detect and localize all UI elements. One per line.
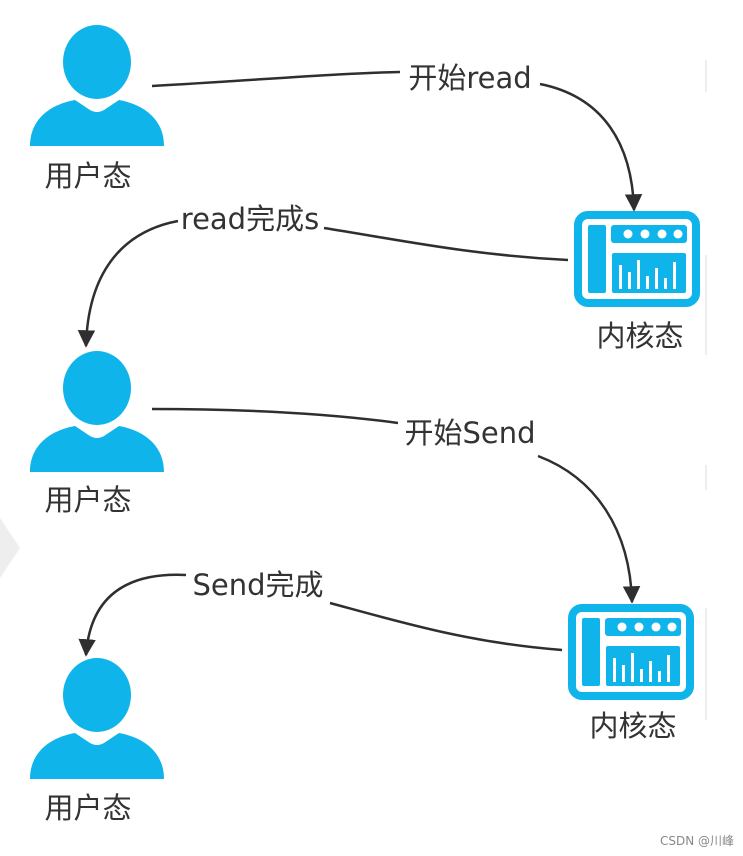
edge-decoration xyxy=(0,518,20,578)
kernel-icon xyxy=(574,211,700,307)
user-node-2: 用户态 xyxy=(30,351,164,517)
watermark: CSDN @川峰 xyxy=(660,834,734,848)
edge-label: read完成s xyxy=(181,202,319,236)
user-node-1: 用户态 xyxy=(30,25,164,193)
kernel-node-2: 内核态 xyxy=(568,604,694,743)
edge-start-send: 开始Send xyxy=(151,407,641,604)
user-node-label: 用户态 xyxy=(44,483,131,517)
edge-start-read: 开始read xyxy=(151,61,643,212)
edge-label: Send完成 xyxy=(192,568,323,602)
edge-read-done: read完成s xyxy=(77,202,569,348)
kernel-node-label: 内核态 xyxy=(596,319,683,353)
user-icon xyxy=(30,25,164,146)
user-icon xyxy=(30,351,164,472)
edge-label: 开始Send xyxy=(404,416,535,450)
edge-label: 开始read xyxy=(408,61,531,95)
user-node-3: 用户态 xyxy=(30,658,164,825)
kernel-node-1: 内核态 xyxy=(574,211,700,353)
user-node-label: 用户态 xyxy=(44,159,131,193)
edge-send-done: Send完成 xyxy=(78,568,563,657)
kernel-node-label: 内核态 xyxy=(589,709,676,743)
user-node-label: 用户态 xyxy=(44,791,131,825)
kernel-icon xyxy=(568,604,694,700)
user-icon xyxy=(30,658,164,779)
